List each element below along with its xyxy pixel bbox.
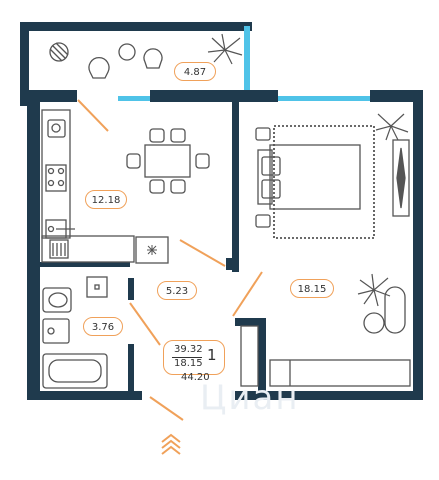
bedroom-rug xyxy=(273,125,375,239)
wardrobe xyxy=(392,139,410,217)
total-area: 39.32 xyxy=(174,344,203,355)
balcony-furniture xyxy=(49,42,163,79)
walls xyxy=(20,22,423,400)
tv-stand xyxy=(240,325,411,387)
bed xyxy=(255,127,361,228)
living-area: 18.15 xyxy=(174,358,203,369)
windows xyxy=(118,26,370,101)
door-swings xyxy=(77,99,263,421)
fraction-line xyxy=(172,357,202,358)
watermark: Циан xyxy=(200,378,300,418)
armchair xyxy=(363,286,406,334)
room-count: 1 xyxy=(207,346,217,364)
dining-table xyxy=(126,128,210,194)
north-chevron-icon xyxy=(161,433,181,455)
kitchen-counter xyxy=(41,109,169,264)
bedroom-area-label: 18.15 xyxy=(290,279,334,298)
balcony-plant-icon xyxy=(207,33,243,65)
apartment-summary: 39.32 18.15 1 xyxy=(163,340,225,375)
kitchen-area-label: 12.18 xyxy=(85,190,127,209)
bedroom-plant-icon xyxy=(375,113,409,141)
bath-area-label: 3.76 xyxy=(83,317,123,336)
hall-area-label: 5.23 xyxy=(157,281,197,300)
bathroom-fixtures xyxy=(42,276,108,389)
balcony-area-label: 4.87 xyxy=(174,62,216,81)
fridge-snowflake-icon xyxy=(147,245,157,255)
gross-area: 44.20 xyxy=(181,372,210,383)
living-plant-icon xyxy=(357,273,391,307)
